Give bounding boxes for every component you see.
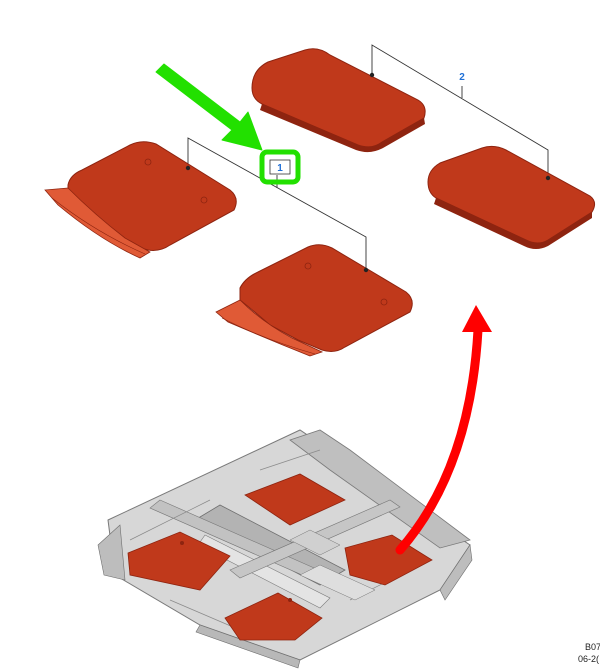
mat-rear-left	[251, 48, 426, 153]
mat-front-left	[44, 141, 237, 259]
callout-1: 1	[259, 149, 301, 185]
installed-mat-rear-right	[344, 534, 433, 586]
mat-front-right	[215, 244, 413, 357]
installed-mat-rear-left	[244, 473, 346, 526]
callout-1-label: 1	[277, 163, 283, 174]
figure-ref-date: 06-2(	[578, 654, 599, 664]
mat-rear-right	[427, 145, 596, 249]
installed-mat-front-left	[127, 531, 231, 591]
callout-2-label: 2	[459, 72, 465, 83]
arrow-pointer-icon	[155, 63, 263, 151]
installed-mat-front-right	[224, 592, 323, 641]
vehicle-floor-pan	[97, 429, 473, 669]
figure-ref-code: B07	[585, 642, 600, 652]
curved-arrow-icon	[395, 305, 492, 555]
figure-reference: B07 06-2(	[578, 642, 600, 664]
callout-2: 2	[459, 72, 465, 83]
